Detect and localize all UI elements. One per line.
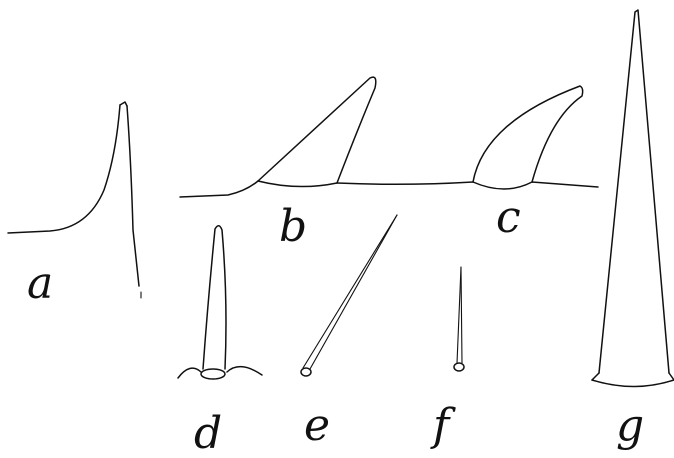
drawing-c — [336, 85, 599, 190]
drawing-d — [177, 225, 263, 380]
label-f: f — [430, 400, 456, 451]
drawing-f — [453, 266, 465, 372]
label-a: a — [27, 258, 53, 309]
drawing-a — [7, 101, 142, 299]
label-b: b — [279, 201, 307, 252]
label-g: g — [616, 400, 644, 451]
label-d: d — [194, 408, 222, 458]
drawing-g — [591, 9, 674, 388]
drawing-b — [179, 76, 377, 198]
drawing-e — [300, 214, 398, 377]
label-c: c — [496, 192, 521, 243]
label-e: e — [304, 400, 330, 451]
